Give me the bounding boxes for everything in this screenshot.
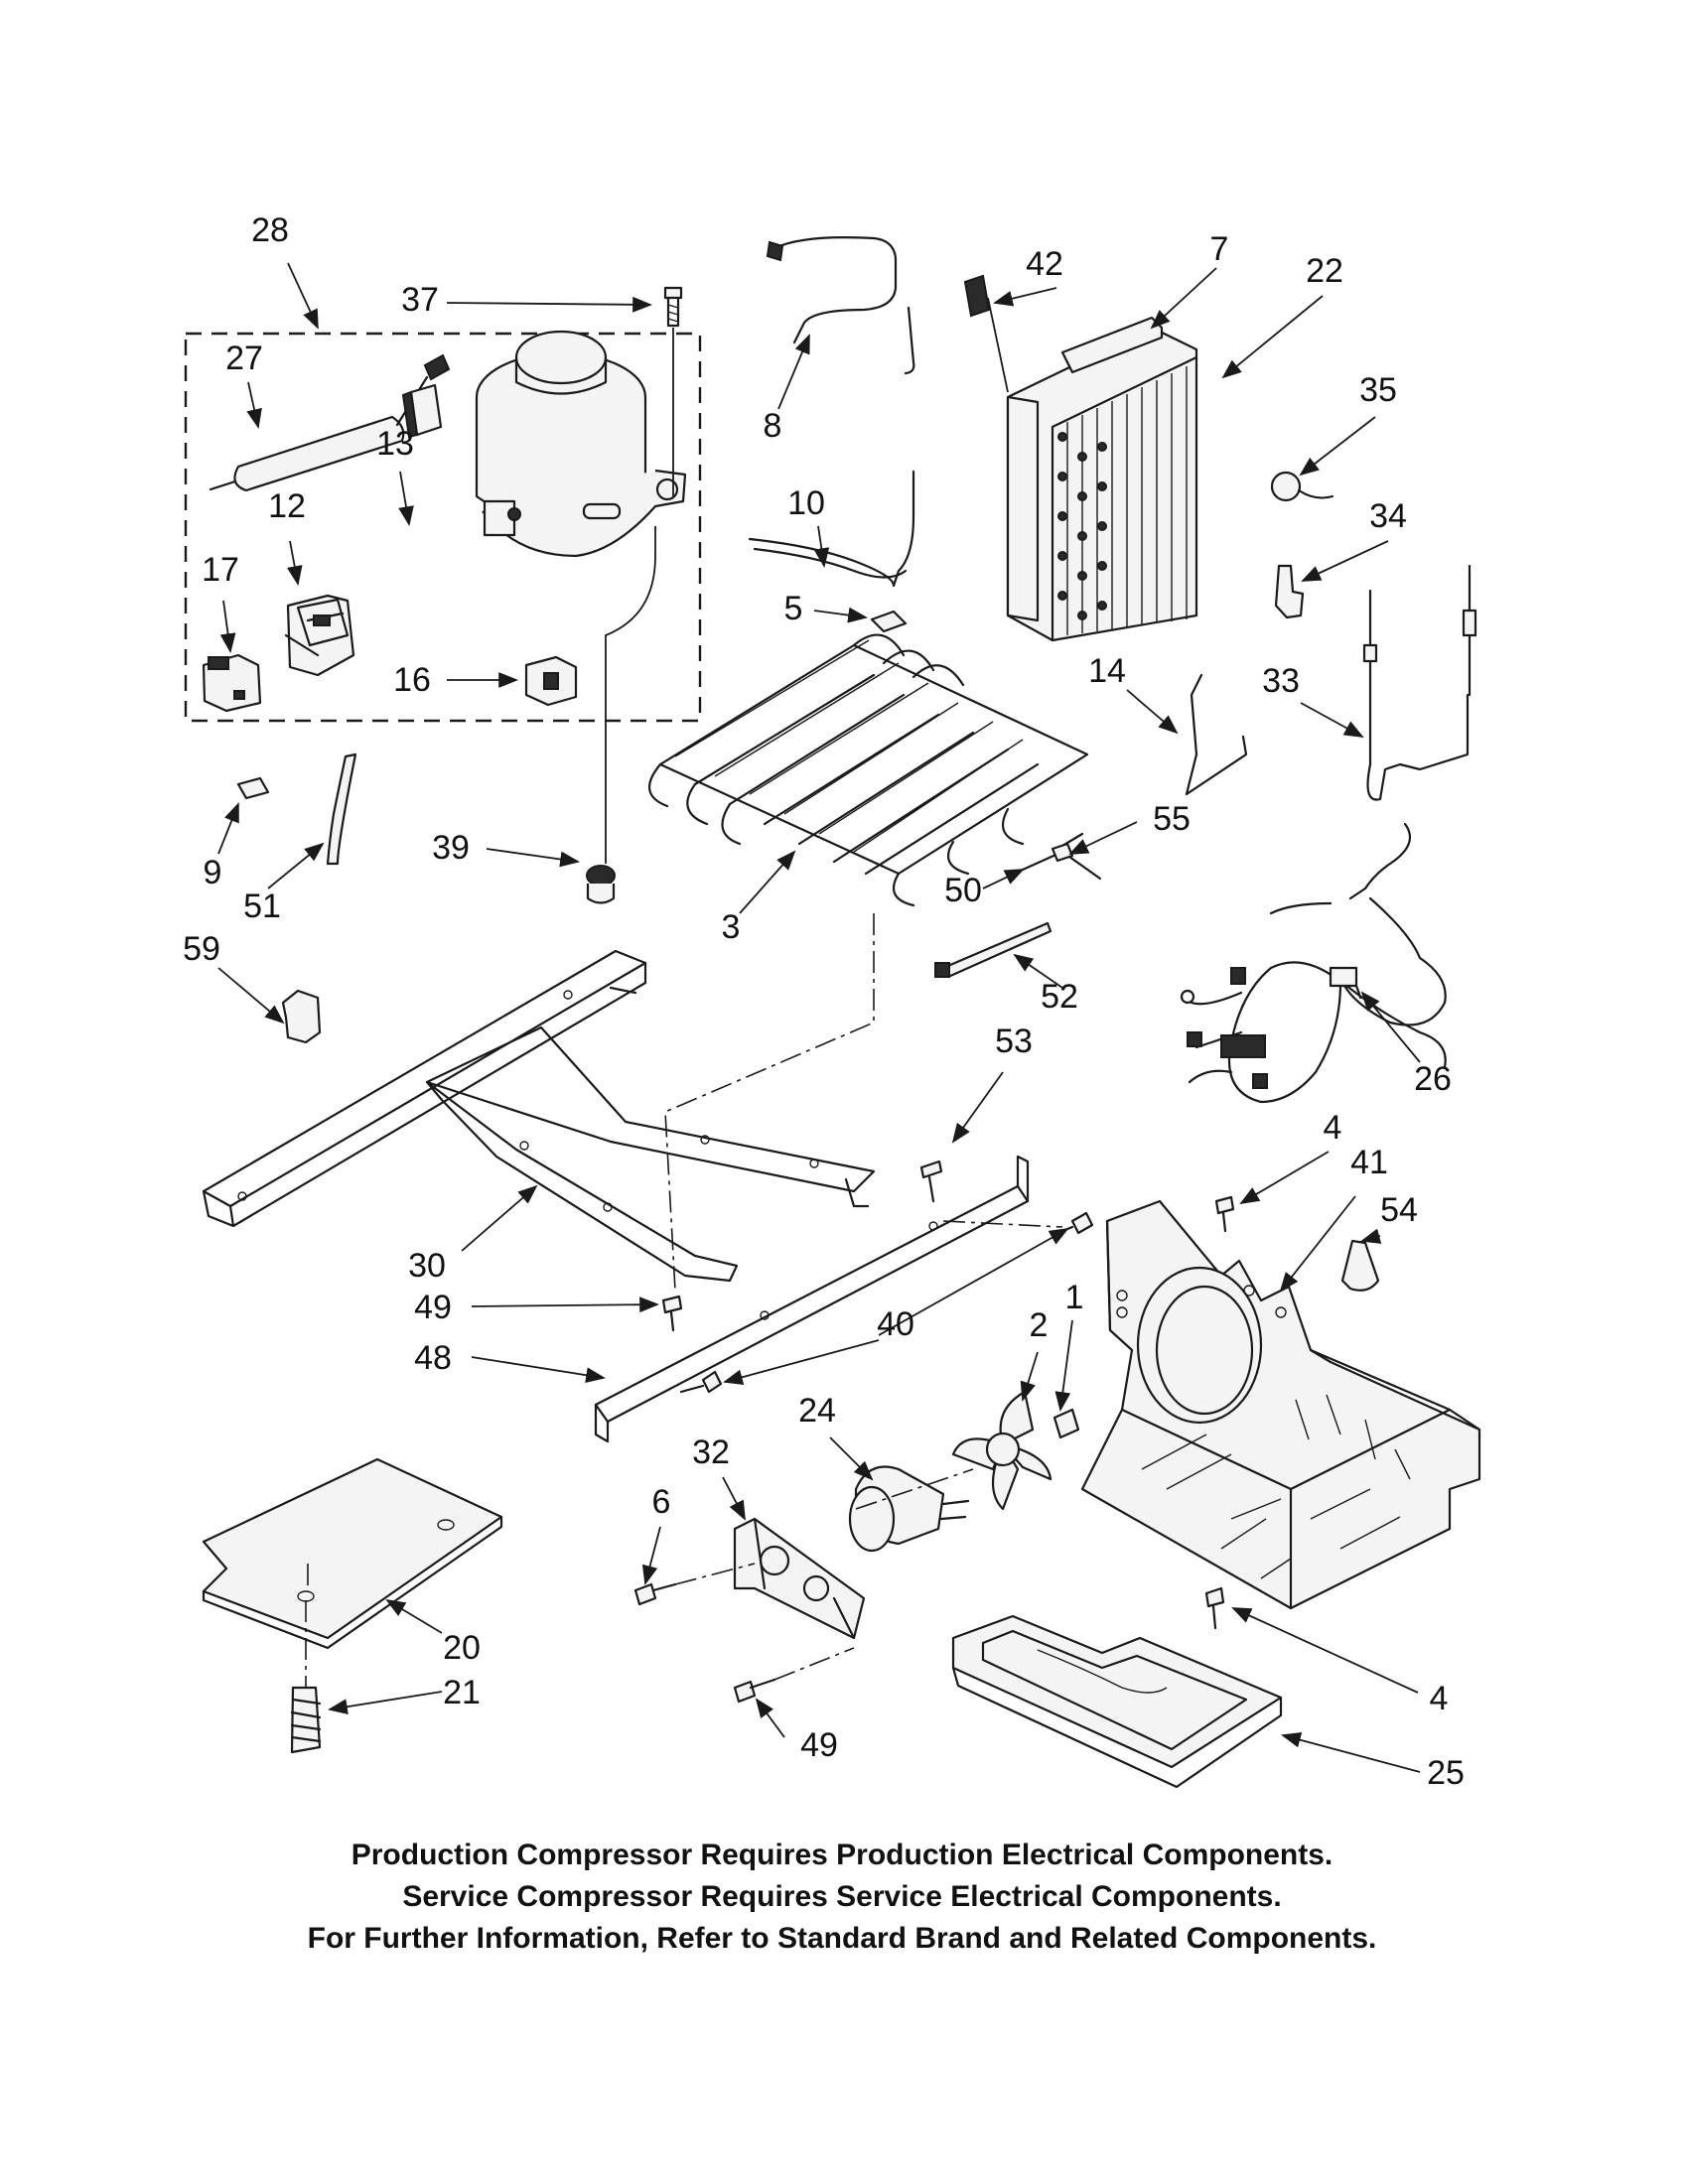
callout-part-4: 4 <box>1430 1680 1449 1717</box>
screw-4-top <box>1214 1195 1235 1233</box>
callout-part-28: 28 <box>251 211 289 249</box>
callout-part-4: 4 <box>1324 1109 1342 1147</box>
callout-part-26: 26 <box>1414 1060 1452 1098</box>
callout-part-6: 6 <box>652 1483 671 1521</box>
screw-37 <box>663 286 683 328</box>
callout-part-52: 52 <box>1041 978 1078 1016</box>
connector-16 <box>524 655 578 707</box>
callout-part-53: 53 <box>995 1023 1033 1060</box>
callout-part-55: 55 <box>1153 800 1191 838</box>
callout-part-50: 50 <box>944 872 982 909</box>
wire-nut-54 <box>1340 1239 1380 1292</box>
callout-part-1: 1 <box>1065 1279 1084 1316</box>
tube-8 <box>766 236 915 375</box>
leader-arrows <box>217 262 1421 1773</box>
harness-26 <box>1180 822 1447 1104</box>
base-frame-30 <box>202 949 876 1283</box>
grommet-9 <box>236 776 270 800</box>
screw-53 <box>919 1160 943 1203</box>
spring-21 <box>290 1686 322 1754</box>
tube-33 <box>1362 564 1477 801</box>
condenser-22 <box>1006 326 1198 642</box>
callout-part-49: 49 <box>414 1289 452 1326</box>
callout-part-35: 35 <box>1359 371 1397 409</box>
motor-bracket-32 <box>733 1517 866 1640</box>
compressor-kit-boundary <box>184 332 702 723</box>
pad-20 <box>202 1457 503 1688</box>
cable-tie-52 <box>934 921 1052 979</box>
callout-part-9: 9 <box>204 854 222 891</box>
callout-part-7: 7 <box>1210 230 1229 268</box>
callout-part-34: 34 <box>1369 497 1407 535</box>
callout-part-14: 14 <box>1088 652 1126 690</box>
note-service: Service Compressor Requires Service Elec… <box>402 1880 1282 1913</box>
drain-pan-25 <box>951 1614 1283 1789</box>
clip-1 <box>1052 1408 1080 1439</box>
screw-40 <box>679 1211 1094 1394</box>
screw-6 <box>633 1582 677 1606</box>
callout-part-48: 48 <box>414 1339 452 1377</box>
callout-part-2: 2 <box>1030 1306 1049 1344</box>
screw-4-bottom <box>1204 1586 1225 1630</box>
note-production: Production Compressor Requires Productio… <box>351 1839 1333 1871</box>
fan-motor-24 <box>848 1465 970 1553</box>
callout-part-21: 21 <box>443 1674 481 1711</box>
callout-part-37: 37 <box>401 281 439 319</box>
callout-part-16: 16 <box>393 661 431 699</box>
thermistor-35 <box>1270 471 1334 502</box>
bracket-42 <box>963 274 991 318</box>
callout-part-13: 13 <box>376 425 414 463</box>
tube-51 <box>326 752 357 866</box>
screw-49-b <box>733 1678 776 1704</box>
wire-14 <box>1185 673 1248 796</box>
clip-34 <box>1274 564 1305 619</box>
callout-part-3: 3 <box>722 908 741 946</box>
clip-5 <box>870 610 908 633</box>
callout-part-17: 17 <box>202 551 239 589</box>
callout-part-30: 30 <box>408 1247 446 1285</box>
callout-part-54: 54 <box>1380 1191 1418 1229</box>
overload-17 <box>202 653 262 713</box>
frame-7 <box>1060 316 1164 374</box>
screw-49-a <box>661 1295 683 1332</box>
callout-part-27: 27 <box>225 340 263 377</box>
callout-part-59: 59 <box>183 930 220 968</box>
callout-part-10: 10 <box>787 484 825 522</box>
clip-59 <box>281 989 322 1044</box>
callout-part-40: 40 <box>877 1305 914 1343</box>
clip-13 <box>401 383 443 439</box>
callout-part-39: 39 <box>432 829 470 867</box>
rail-48 <box>594 1155 1030 1443</box>
callout-part-12: 12 <box>268 487 306 525</box>
compressor <box>475 330 687 558</box>
callout-part-22: 22 <box>1306 252 1343 290</box>
capacitor-27 <box>209 353 451 492</box>
note-further-info: For Further Information, Refer to Standa… <box>307 1922 1377 1955</box>
callout-part-25: 25 <box>1427 1754 1465 1792</box>
bracket-50 <box>1021 832 1102 881</box>
grommet-39 <box>586 865 616 904</box>
callout-part-51: 51 <box>243 887 281 925</box>
fan-shroud-41 <box>1080 1199 1481 1610</box>
callout-part-41: 41 <box>1350 1144 1388 1181</box>
callout-part-33: 33 <box>1262 662 1300 700</box>
callout-part-32: 32 <box>692 1433 730 1471</box>
callout-part-49: 49 <box>800 1726 838 1764</box>
notes: Production Compressor Requires Productio… <box>0 1835 1684 1960</box>
relay-12 <box>284 594 355 677</box>
callout-part-8: 8 <box>764 407 782 445</box>
evaporator-3 <box>648 633 1089 907</box>
callout-part-42: 42 <box>1026 245 1063 283</box>
callout-part-24: 24 <box>798 1392 836 1430</box>
tube-10 <box>748 470 915 588</box>
callout-part-20: 20 <box>443 1629 481 1667</box>
fan-blade-2 <box>951 1390 1052 1511</box>
callout-part-5: 5 <box>784 590 803 627</box>
